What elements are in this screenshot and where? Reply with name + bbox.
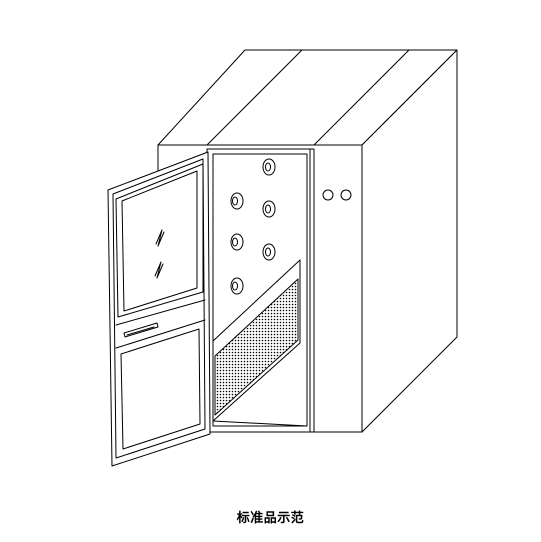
control-buttons	[322, 189, 352, 201]
control-button-icon	[340, 189, 352, 201]
drawing-caption: 标准品示范	[236, 511, 305, 526]
glass-reflection-icon	[155, 229, 165, 247]
nozzle-icon	[262, 158, 276, 176]
nozzle-icon	[230, 277, 244, 295]
door-mid-rail	[115, 319, 206, 349]
interior-floor-line	[212, 420, 308, 427]
door-leaf-inner	[112, 158, 206, 459]
open-door	[107, 151, 211, 467]
nozzle-icon	[262, 243, 276, 261]
door-handle-grip	[126, 326, 155, 336]
door-lower-panel	[120, 328, 201, 450]
top-panel-line-1	[206, 49, 303, 146]
interior	[212, 259, 308, 427]
nozzle-icon	[230, 233, 244, 251]
cabinet-side	[361, 49, 458, 433]
air-nozzles	[230, 158, 276, 295]
interior-mesh-grille	[214, 278, 299, 416]
nozzle-icon	[262, 200, 276, 218]
interior-wall-edge	[212, 259, 301, 422]
control-button-icon	[322, 189, 334, 201]
door-window-glass	[121, 170, 198, 312]
top-panel-line-2	[313, 49, 410, 146]
door-mid-rail	[115, 299, 206, 326]
glass-reflection-icon	[154, 261, 164, 279]
nozzle-icon	[230, 192, 244, 210]
